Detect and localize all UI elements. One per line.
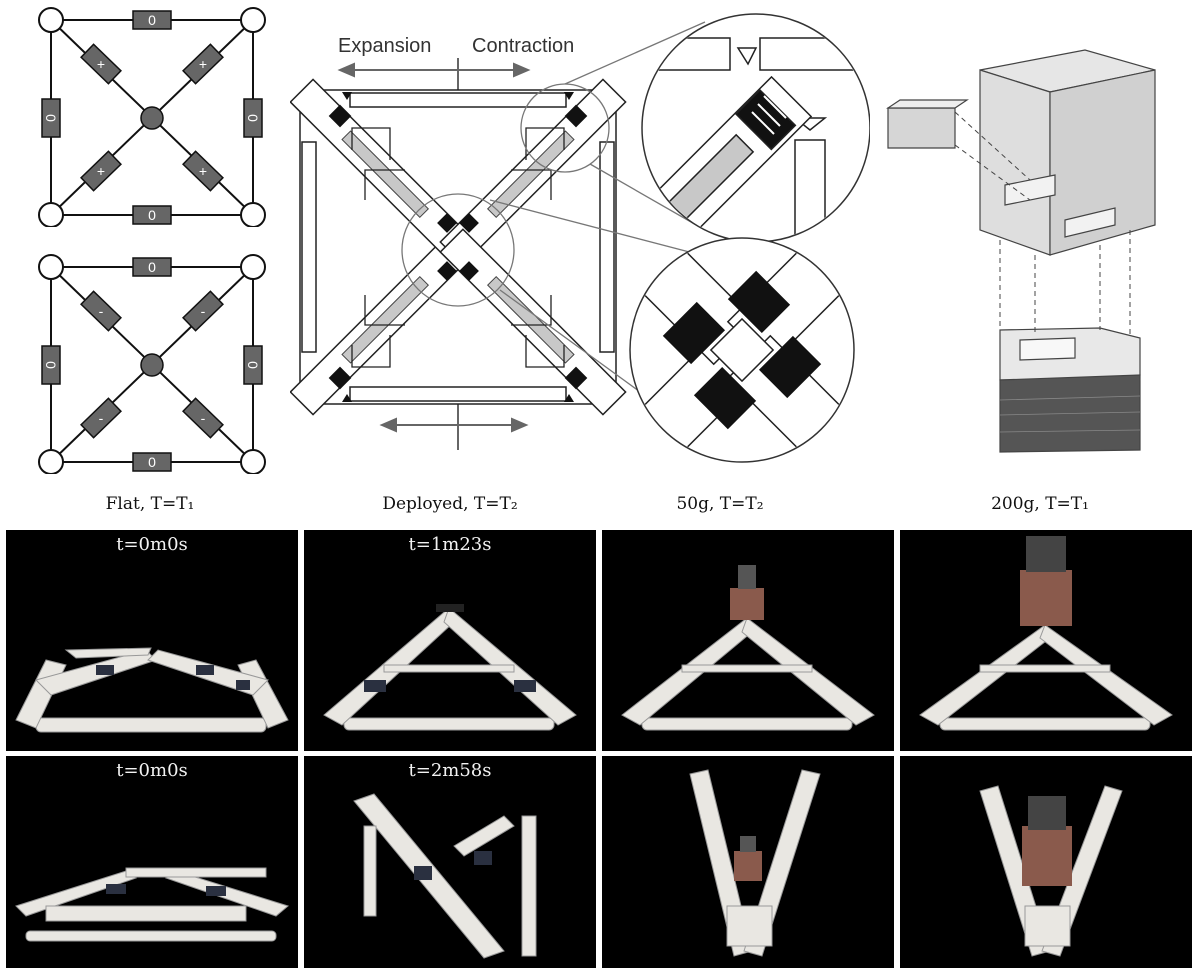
photo-deployed-top: t=1m23s	[304, 530, 596, 751]
photo-50g-bottom	[602, 756, 894, 968]
contraction-label: Contraction	[472, 35, 574, 57]
mechanism-drawing: Expansion Contraction	[290, 13, 870, 463]
photo-flat-top: t=0m0s	[6, 530, 298, 751]
edge-value-left: 0	[43, 361, 59, 369]
caption-flat: Flat, T=T₁	[105, 494, 195, 514]
time-label: t=2m58s	[408, 760, 492, 781]
caption-200g: 200g, T=T₁	[991, 494, 1089, 514]
edge-value-left: 0	[43, 114, 59, 122]
diag-symbol: -	[201, 303, 206, 319]
edge-value-bottom: 0	[148, 454, 156, 470]
edge-value-top: 0	[148, 259, 156, 275]
weight-holder-drawing	[886, 49, 1156, 453]
photo-200g-bottom	[900, 756, 1192, 968]
expansion-label: Expansion	[338, 35, 431, 57]
diag-symbol: -	[201, 410, 206, 426]
caption-deployed: Deployed, T=T₂	[382, 494, 518, 514]
edge-value-right: 0	[245, 114, 261, 122]
photo-deployed-bottom: t=2m58s	[304, 756, 596, 968]
edge-value-right: 0	[245, 361, 261, 369]
diag-symbol: -	[99, 410, 104, 426]
edge-value-bottom: 0	[148, 207, 156, 223]
schematic-upper: 0 0 0 0 + + + +	[38, 7, 266, 227]
diag-symbol: -	[99, 303, 104, 319]
photo-200g-top	[900, 530, 1192, 751]
diag-symbol: +	[199, 56, 207, 72]
time-label: t=0m0s	[116, 534, 188, 555]
time-label: t=0m0s	[116, 760, 188, 781]
diag-symbol: +	[97, 56, 105, 72]
caption-50g: 50g, T=T₂	[676, 494, 764, 514]
photo-50g-top	[602, 530, 894, 751]
diag-symbol: +	[97, 163, 105, 179]
time-label: t=1m23s	[408, 534, 492, 555]
edge-value-top: 0	[148, 12, 156, 28]
schematic-lower: 0 0 0 0 - - - -	[38, 254, 266, 474]
photo-flat-bottom: t=0m0s	[6, 756, 298, 968]
diag-symbol: +	[199, 163, 207, 179]
